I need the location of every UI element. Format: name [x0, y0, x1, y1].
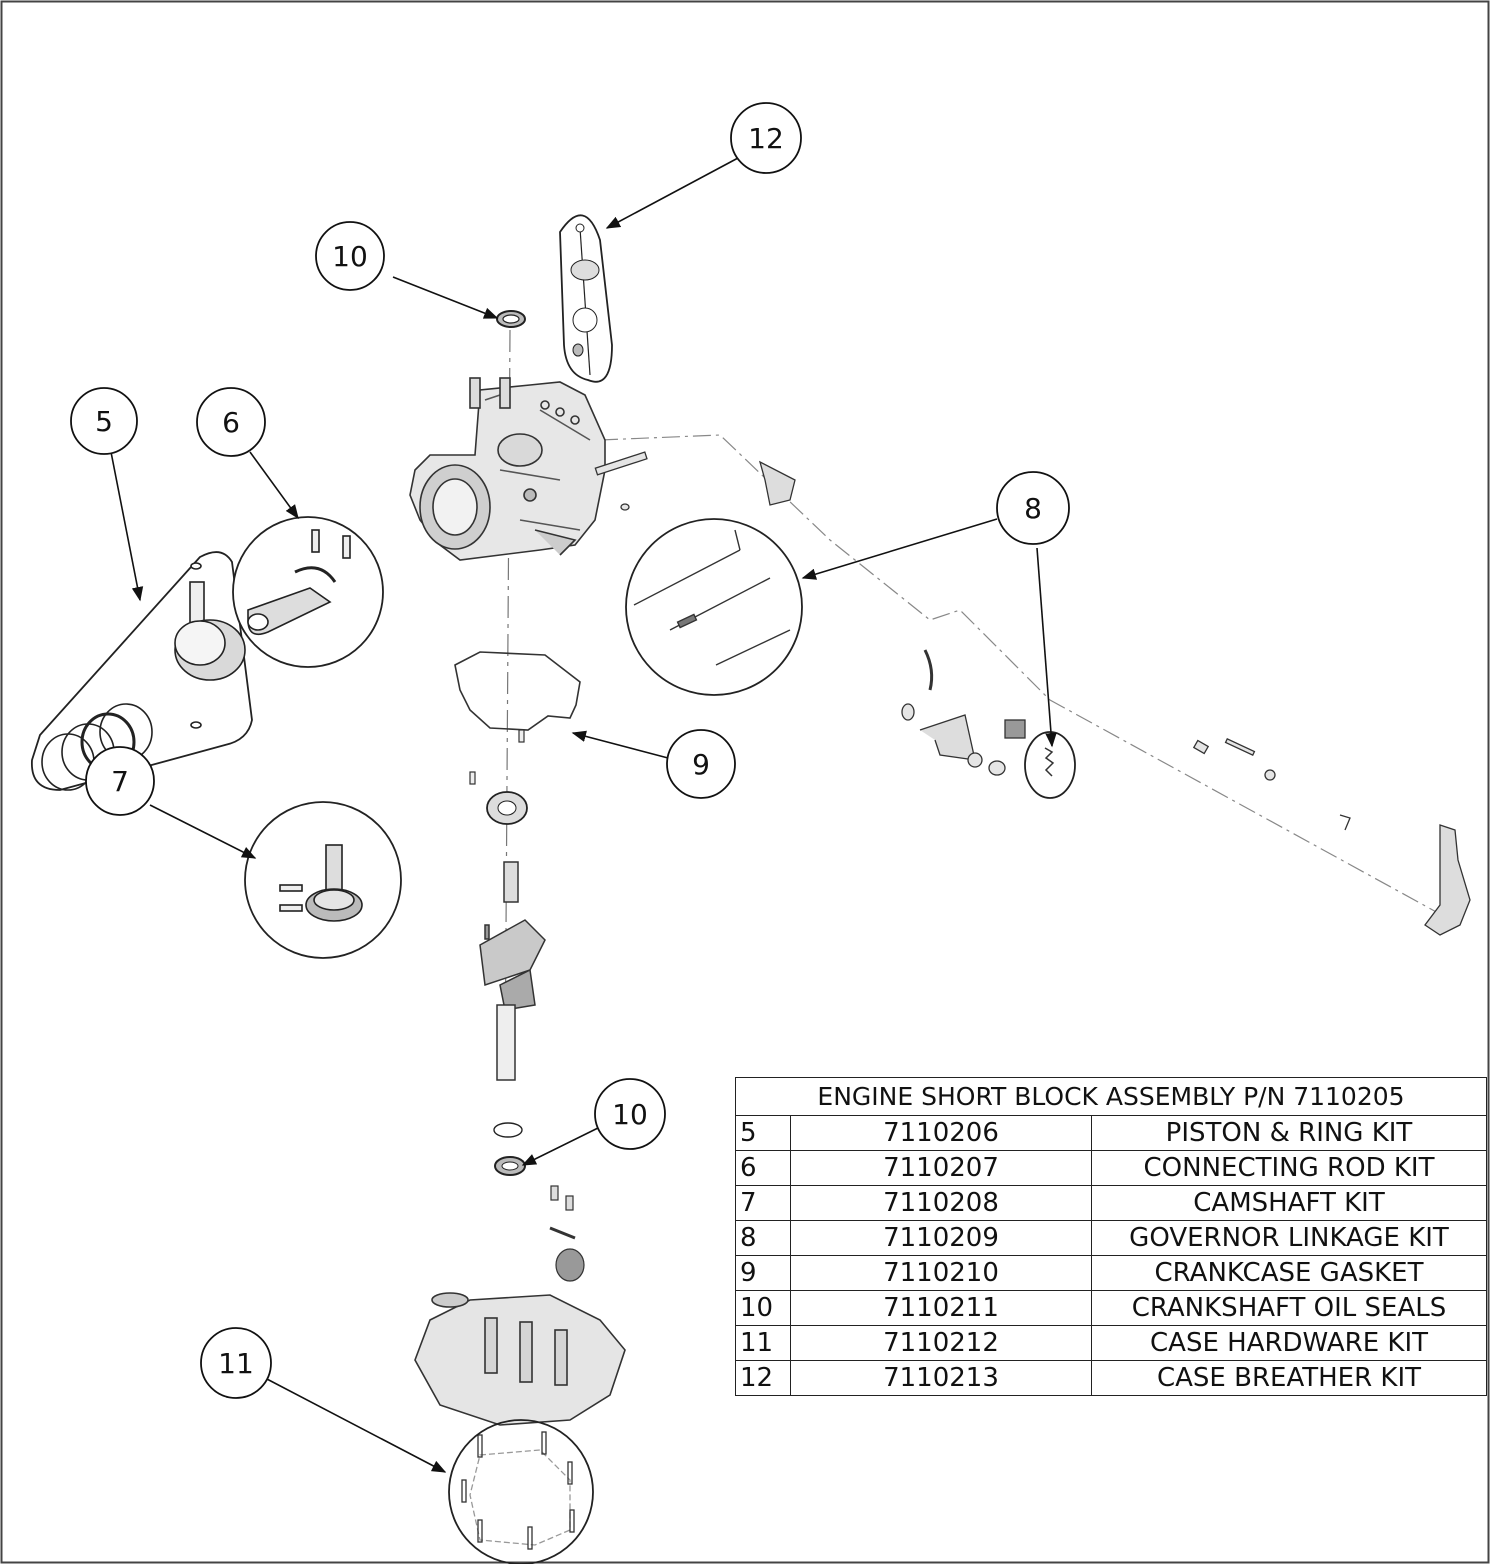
svg-text:6: 6 — [222, 406, 240, 439]
item-number-cell: 8 — [735, 1220, 791, 1256]
svg-text:12: 12 — [748, 122, 784, 155]
part-number-cell: 7110207 — [790, 1150, 1092, 1186]
callout-7: 7 — [85, 746, 155, 816]
oil-seals-lower — [493, 1122, 526, 1176]
crankcase-cover — [414, 1292, 626, 1426]
svg-text:11: 11 — [218, 1347, 254, 1380]
svg-text:7: 7 — [111, 765, 129, 798]
oil-seal-top — [496, 310, 526, 328]
governor-gear-lower — [549, 1185, 585, 1282]
description-cell: CASE HARDWARE KIT — [1091, 1325, 1487, 1361]
case-hardware-bolts — [461, 1431, 575, 1550]
parts-list-table: ENGINE SHORT BLOCK ASSEMBLY P/N 7110205 … — [735, 1077, 1487, 1396]
item-number-cell: 7 — [735, 1185, 791, 1221]
parts-table-title-row: ENGINE SHORT BLOCK ASSEMBLY P/N 7110205 — [735, 1077, 1487, 1116]
item-number-cell: 5 — [735, 1115, 791, 1151]
governor-spring-detail — [1024, 731, 1076, 799]
crankcase-gasket — [454, 651, 581, 731]
dowel-pins — [469, 729, 525, 785]
camshaft-kit — [244, 801, 402, 959]
linkage-axis-line — [599, 434, 1461, 926]
callout-10-bottom: 10 — [594, 1078, 666, 1150]
callout-6: 6 — [196, 387, 266, 457]
description-cell: PISTON & RING KIT — [1091, 1115, 1487, 1151]
connecting-rod-kit — [232, 516, 384, 668]
description-cell: CRANKSHAFT OIL SEALS — [1091, 1290, 1487, 1326]
parts-table-title: ENGINE SHORT BLOCK ASSEMBLY P/N 7110205 — [735, 1077, 1487, 1116]
part-number-cell: 7110206 — [790, 1115, 1092, 1151]
item-number-cell: 11 — [735, 1325, 791, 1361]
part-number-cell: 7110213 — [790, 1360, 1092, 1396]
callout-balloons: 12 10 5 6 8 9 7 10 — [70, 102, 1070, 1399]
callout-12: 12 — [730, 102, 802, 174]
leader-lines — [110, 157, 1057, 1473]
item-number-cell: 9 — [735, 1255, 791, 1291]
callout-5: 5 — [70, 387, 138, 455]
breather-kit-capsule — [559, 214, 613, 383]
hardware-kit-circle — [448, 1419, 594, 1564]
description-cell: GOVERNOR LINKAGE KIT — [1091, 1220, 1487, 1256]
svg-text:10: 10 — [332, 240, 368, 273]
svg-text:5: 5 — [95, 405, 113, 438]
svg-text:10: 10 — [612, 1098, 648, 1131]
main-bearing — [486, 791, 528, 825]
description-cell: CAMSHAFT KIT — [1091, 1185, 1487, 1221]
callout-8: 8 — [996, 471, 1070, 545]
part-number-cell: 7110211 — [790, 1290, 1092, 1326]
part-number-cell: 7110208 — [790, 1185, 1092, 1221]
description-cell: CRANKCASE GASKET — [1091, 1255, 1487, 1291]
governor-linkage-kit — [625, 518, 803, 696]
description-cell: CASE BREATHER KIT — [1091, 1360, 1487, 1396]
callout-10-top: 10 — [315, 221, 385, 291]
item-number-cell: 12 — [735, 1360, 791, 1396]
description-cell: CONNECTING ROD KIT — [1091, 1150, 1487, 1186]
svg-text:8: 8 — [1024, 492, 1042, 525]
callout-9: 9 — [666, 729, 736, 799]
crankcase-block — [409, 377, 606, 561]
callout-11: 11 — [200, 1327, 272, 1399]
item-number-cell: 10 — [735, 1290, 791, 1326]
part-number-cell: 7110210 — [790, 1255, 1092, 1291]
crankshaft — [479, 861, 546, 1081]
part-number-cell: 7110212 — [790, 1325, 1092, 1361]
item-number-cell: 6 — [735, 1150, 791, 1186]
svg-text:9: 9 — [692, 748, 710, 781]
part-number-cell: 7110209 — [790, 1220, 1092, 1256]
governor-linkage-parts — [594, 451, 1471, 936]
